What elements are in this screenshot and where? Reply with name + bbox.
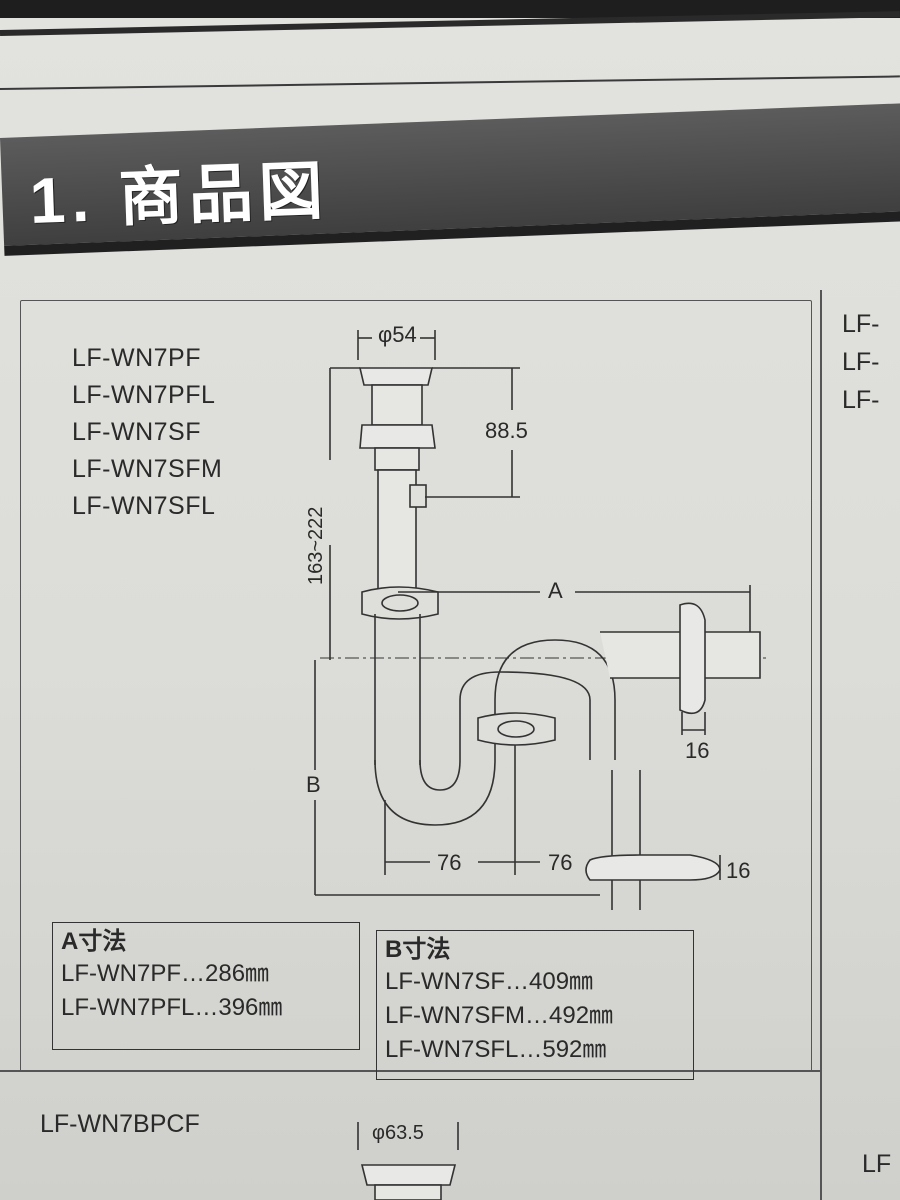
lower-model-name: LF-WN7BPCF	[40, 1110, 200, 1138]
dim-head-height: 88.5	[485, 418, 528, 443]
a-table-row: LF-WN7PF…286㎜	[61, 960, 270, 987]
b-table-row: LF-WN7SFL…592㎜	[385, 1036, 607, 1063]
dim-bottom-flange: 16	[726, 858, 751, 883]
b-table-row: LF-WN7SF…409㎜	[385, 968, 594, 995]
dim-offset-right: 16	[685, 738, 710, 763]
dim-bottom-left: 76	[437, 850, 462, 875]
b-table-row: LF-WN7SFM…492㎜	[385, 1002, 614, 1029]
dim-b-label: B	[306, 772, 321, 797]
model-name: LF-WN7SFM	[72, 455, 223, 483]
model-name: LF-WN7SF	[72, 418, 201, 446]
panel-divider-lower	[0, 1070, 820, 1072]
model-name: LF-WN7PFL	[72, 381, 216, 409]
a-table-row: LF-WN7PFL…396㎜	[61, 994, 283, 1021]
lower-dim-diameter: φ63.5	[372, 1122, 424, 1144]
model-name: LF-WN7SFL	[72, 492, 216, 520]
dim-a-label: A	[548, 578, 563, 603]
panel-divider-right	[820, 290, 822, 1200]
b-dimension-table: B寸法 LF-WN7SF…409㎜ LF-WN7SFM…492㎜ LF-WN7S…	[376, 930, 694, 1080]
dim-top-diameter: φ54	[378, 322, 417, 347]
right-lower-label: LF	[862, 1150, 892, 1178]
model-name-partial: LF-	[842, 386, 880, 414]
model-list: LF-WN7PF LF-WN7PFL LF-WN7SF LF-WN7SFM LF…	[72, 340, 222, 525]
dim-bottom-right: 76	[548, 850, 573, 875]
dim-height-range: 163~222	[305, 506, 327, 585]
b-table-title: B寸法	[385, 936, 451, 963]
top-decoration	[0, 0, 900, 18]
model-name: LF-WN7PF	[72, 344, 201, 372]
right-panel-models: LF- LF- LF-	[842, 305, 880, 419]
a-dimension-table: A寸法 LF-WN7PF…286㎜ LF-WN7PFL…396㎜	[52, 922, 360, 1050]
a-table-title: A寸法	[61, 928, 127, 955]
model-name-partial: LF-	[842, 310, 880, 338]
model-name-partial: LF-	[842, 348, 880, 376]
